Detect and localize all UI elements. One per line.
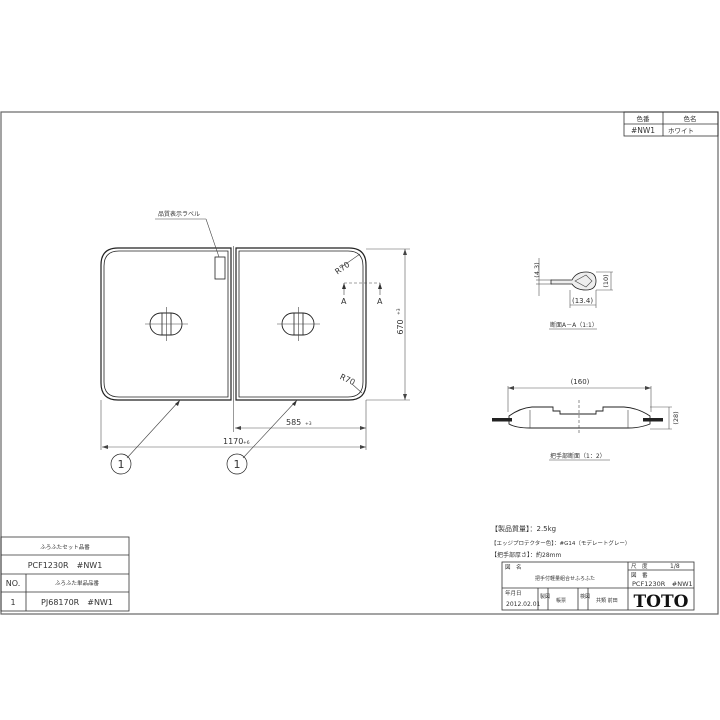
total-width-dimension: 1170 xyxy=(223,437,243,446)
drawing-name-label: 図 名 xyxy=(505,563,522,571)
toto-logo: TOTO xyxy=(634,592,689,612)
total-width-tolerance: +6 xyxy=(243,440,250,446)
half-width-dimension: 585 xyxy=(286,418,301,427)
part-callout-circle-left xyxy=(110,453,132,475)
scale-value: 1/8 xyxy=(670,563,680,570)
section-aa-height: (10) xyxy=(602,274,610,287)
drawing-name: 把手付軽量組合せふろふた xyxy=(535,575,595,582)
set-number-value: PCF1230R #NW1 xyxy=(28,561,103,570)
single-part-header: ふろふた単品品番 xyxy=(55,579,100,587)
drawing-no: PCF1230R #NW1 xyxy=(632,580,693,588)
handle-section-width: (160) xyxy=(571,378,590,386)
checked-name: 共類 前田 xyxy=(596,597,618,604)
height-tolerance: +3 xyxy=(396,308,402,315)
drawn-label: 製図 xyxy=(540,593,550,600)
handle-section-view: (160) (28) 把手部断面（1：2） xyxy=(492,378,680,461)
section-aa-thickness: (4.3) xyxy=(533,262,541,277)
handle-profile xyxy=(508,406,651,429)
radius-label-top: R70 xyxy=(333,260,351,276)
spec-weight: 【製品質量】：2.5kg xyxy=(491,524,556,533)
right-handle xyxy=(277,307,320,341)
spec-handle-thickness: 【把手部厚さ】：約28mm xyxy=(491,551,561,559)
checked-label: 検図 xyxy=(580,593,590,600)
date-value: 2012.02.01 xyxy=(506,601,541,608)
scale-label: 尺 度 xyxy=(631,562,648,570)
color-name-header: 色名 xyxy=(684,114,697,123)
color-code-value: #NW1 xyxy=(631,126,655,135)
part-row-no: 1 xyxy=(10,598,15,607)
drawn-name: 帳票 xyxy=(556,597,566,604)
plan-view: 品質表示ラベル R70 R70 A A xyxy=(100,210,410,475)
section-aa-caption: 断面A－A（1:1） xyxy=(550,321,598,329)
color-code-header: 色番 xyxy=(637,114,651,123)
left-lid-panel-inner xyxy=(103,250,229,398)
left-lid-panel-outer xyxy=(100,247,232,401)
section-marker-right: A xyxy=(377,297,383,306)
part-callout-right: 1 xyxy=(234,458,241,471)
part-row-number: PJ68170R #NW1 xyxy=(41,598,113,607)
section-marker-left: A xyxy=(341,297,347,306)
section-aa-width: (13.4) xyxy=(572,297,593,305)
half-width-tolerance: +3 xyxy=(305,421,312,427)
part-callout-circle-right xyxy=(226,453,248,475)
radius-label-bottom: R70 xyxy=(338,372,356,387)
left-handle xyxy=(145,307,188,341)
height-dimension: 670 xyxy=(396,319,405,334)
handle-section-caption: 把手部断面（1：2） xyxy=(550,452,606,460)
handle-section-height: (28) xyxy=(672,411,680,424)
right-lid-panel-inner xyxy=(238,250,364,398)
section-aa-profile xyxy=(550,271,597,291)
quality-label-callout: 品質表示ラベル xyxy=(158,210,200,218)
date-label: 年月日 xyxy=(505,589,522,597)
spec-edge-color: 【エッジプロテクター色】：#G14（モデレートグレー） xyxy=(491,539,630,547)
section-aa-view: (4.3) (10) (13.4) 断面A－A（1:1） xyxy=(533,258,613,330)
set-number-header: ふろふたセット品番 xyxy=(40,544,90,551)
part-callout-left: 1 xyxy=(118,458,125,471)
no-header: NO. xyxy=(6,579,21,588)
quality-label-box xyxy=(214,256,226,280)
drawing-no-label: 図 番 xyxy=(631,572,648,579)
parts-table: ふろふたセット品番 PCF1230R #NW1 NO. ふろふた単品品番 1 P… xyxy=(0,536,130,612)
color-table: 色番 色名 #NW1 ホワイト xyxy=(623,111,719,137)
title-block: 図 名 把手付軽量組合せふろふた 尺 度 1/8 図 番 PCF1230R #N… xyxy=(501,561,695,612)
spec-notes: 【製品質量】：2.5kg 【エッジプロテクター色】：#G14（モデレートグレー）… xyxy=(491,524,630,559)
drawing-frame xyxy=(0,111,719,615)
color-name-value: ホワイト xyxy=(668,127,694,135)
right-lid-panel-outer xyxy=(235,247,367,401)
